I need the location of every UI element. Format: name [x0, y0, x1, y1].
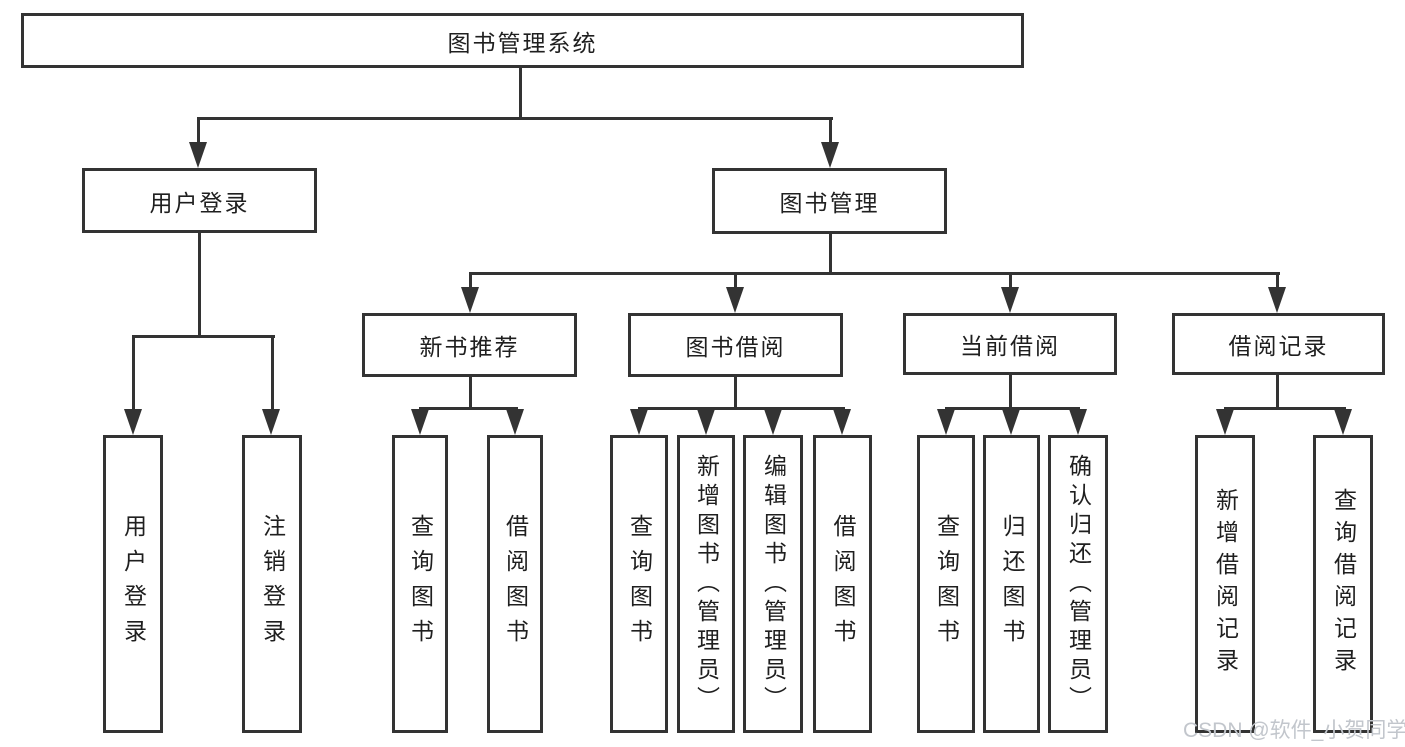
leaf-user-login: 用户登录: [103, 435, 163, 733]
leaf-logout: 注销登录: [242, 435, 302, 733]
connector-user-leaf2-drop: [271, 335, 274, 411]
leaf-add-books-admin: 新增图书（管理员）: [677, 435, 735, 733]
leaf-query-books-current: 查询图书: [917, 435, 975, 733]
node-system-root: 图书管理系统: [21, 13, 1024, 68]
node-book-borrowing-label: 图书借阅: [685, 334, 786, 360]
connector-nbr-drop: [469, 272, 472, 289]
arrowhead-user-leaf2: [262, 409, 280, 435]
connector-nbr-stem: [469, 377, 472, 410]
leaf-query-books-borrowing-label: 查询图书: [626, 514, 653, 654]
node-user-login: 用户登录: [82, 168, 317, 233]
leaf-borrow-books: 借阅图书: [813, 435, 872, 733]
arrowhead-bb-leaf2: [697, 409, 715, 435]
leaf-confirm-return-admin-label: 确认归还（管理员）: [1065, 453, 1092, 715]
leaf-add-borrow-record: 新增借阅记录: [1195, 435, 1255, 733]
connector-br-bar: [1224, 407, 1346, 410]
arrowhead-current-borrowing: [1001, 287, 1019, 313]
leaf-confirm-return-admin: 确认归还（管理员）: [1048, 435, 1108, 733]
connector-root-stem: [519, 68, 522, 120]
connector-user-leaf1-drop: [132, 335, 135, 411]
arrowhead-br-leaf2: [1334, 409, 1352, 435]
leaf-borrow-books-recommend-label: 借阅图书: [502, 514, 529, 654]
leaf-add-borrow-record-label: 新增借阅记录: [1212, 488, 1239, 680]
connector-cb-bar: [945, 407, 1080, 410]
arrowhead-nbr-leaf1: [411, 409, 429, 435]
leaf-logout-label: 注销登录: [259, 514, 286, 654]
node-borrowing-records-label: 借阅记录: [1228, 333, 1329, 359]
node-book-management: 图书管理: [712, 168, 947, 234]
connector-bb-drop: [734, 272, 737, 289]
leaf-query-books-recommend-label: 查询图书: [407, 514, 434, 654]
arrowhead-cb-leaf3: [1069, 409, 1087, 435]
arrowhead-bb-leaf4: [833, 409, 851, 435]
connector-level2-bar: [197, 117, 833, 120]
arrowhead-book-management: [821, 142, 839, 168]
leaf-query-books-recommend: 查询图书: [392, 435, 448, 733]
connector-cb-drop: [1009, 272, 1012, 289]
connector-user-drop: [197, 117, 200, 145]
arrowhead-bb-leaf3: [764, 409, 782, 435]
node-book-management-label: 图书管理: [779, 190, 880, 216]
node-system-root-label: 图书管理系统: [447, 29, 598, 56]
node-user-login-label: 用户登录: [149, 189, 250, 216]
connector-br-stem: [1276, 375, 1279, 410]
leaf-edit-books-admin: 编辑图书（管理员）: [743, 435, 803, 733]
arrowhead-user-leaf1: [124, 409, 142, 435]
arrowhead-new-book-recommend: [461, 287, 479, 313]
node-new-book-recommend: 新书推荐: [362, 313, 577, 377]
arrowhead-book-borrowing: [726, 287, 744, 313]
arrowhead-borrowing-records: [1268, 287, 1286, 313]
arrowhead-cb-leaf2: [1002, 409, 1020, 435]
arrowhead-user-login: [189, 142, 207, 168]
leaf-return-books-label: 归还图书: [999, 514, 1025, 654]
connector-nbr-bar: [419, 407, 518, 410]
connector-mgmt-drop: [829, 117, 832, 145]
leaf-query-borrow-record-label: 查询借阅记录: [1330, 488, 1357, 680]
csdn-watermark: CSDN @软件_小贺同学: [1183, 719, 1405, 742]
connector-user-stem: [198, 233, 201, 338]
connector-user-bar: [132, 335, 275, 338]
leaf-query-borrow-record: 查询借阅记录: [1313, 435, 1373, 733]
node-book-borrowing: 图书借阅: [628, 313, 843, 377]
arrowhead-br-leaf1: [1216, 409, 1234, 435]
connector-bb-stem: [734, 377, 737, 410]
node-current-borrowing-label: 当前借阅: [960, 333, 1060, 359]
node-current-borrowing: 当前借阅: [903, 313, 1117, 375]
node-borrowing-records: 借阅记录: [1172, 313, 1385, 375]
leaf-borrow-books-label: 借阅图书: [830, 514, 856, 654]
leaf-return-books: 归还图书: [983, 435, 1040, 733]
connector-br-drop: [1276, 272, 1279, 289]
node-new-book-recommend-label: 新书推荐: [419, 334, 520, 360]
leaf-borrow-books-recommend: 借阅图书: [487, 435, 543, 733]
arrowhead-cb-leaf1: [937, 409, 955, 435]
leaf-add-books-admin-label: 新增图书（管理员）: [693, 453, 720, 715]
arrowhead-bb-leaf1: [630, 409, 648, 435]
connector-bb-bar: [638, 407, 845, 410]
connector-mgmt-stem: [829, 234, 832, 275]
leaf-user-login-label: 用户登录: [120, 514, 147, 654]
connector-cb-stem: [1009, 375, 1012, 410]
connector-level3-bar: [469, 272, 1280, 275]
arrowhead-nbr-leaf2: [506, 409, 524, 435]
leaf-query-books-current-label: 查询图书: [933, 514, 960, 654]
leaf-query-books-borrowing: 查询图书: [610, 435, 668, 733]
leaf-edit-books-admin-label: 编辑图书（管理员）: [760, 453, 787, 715]
